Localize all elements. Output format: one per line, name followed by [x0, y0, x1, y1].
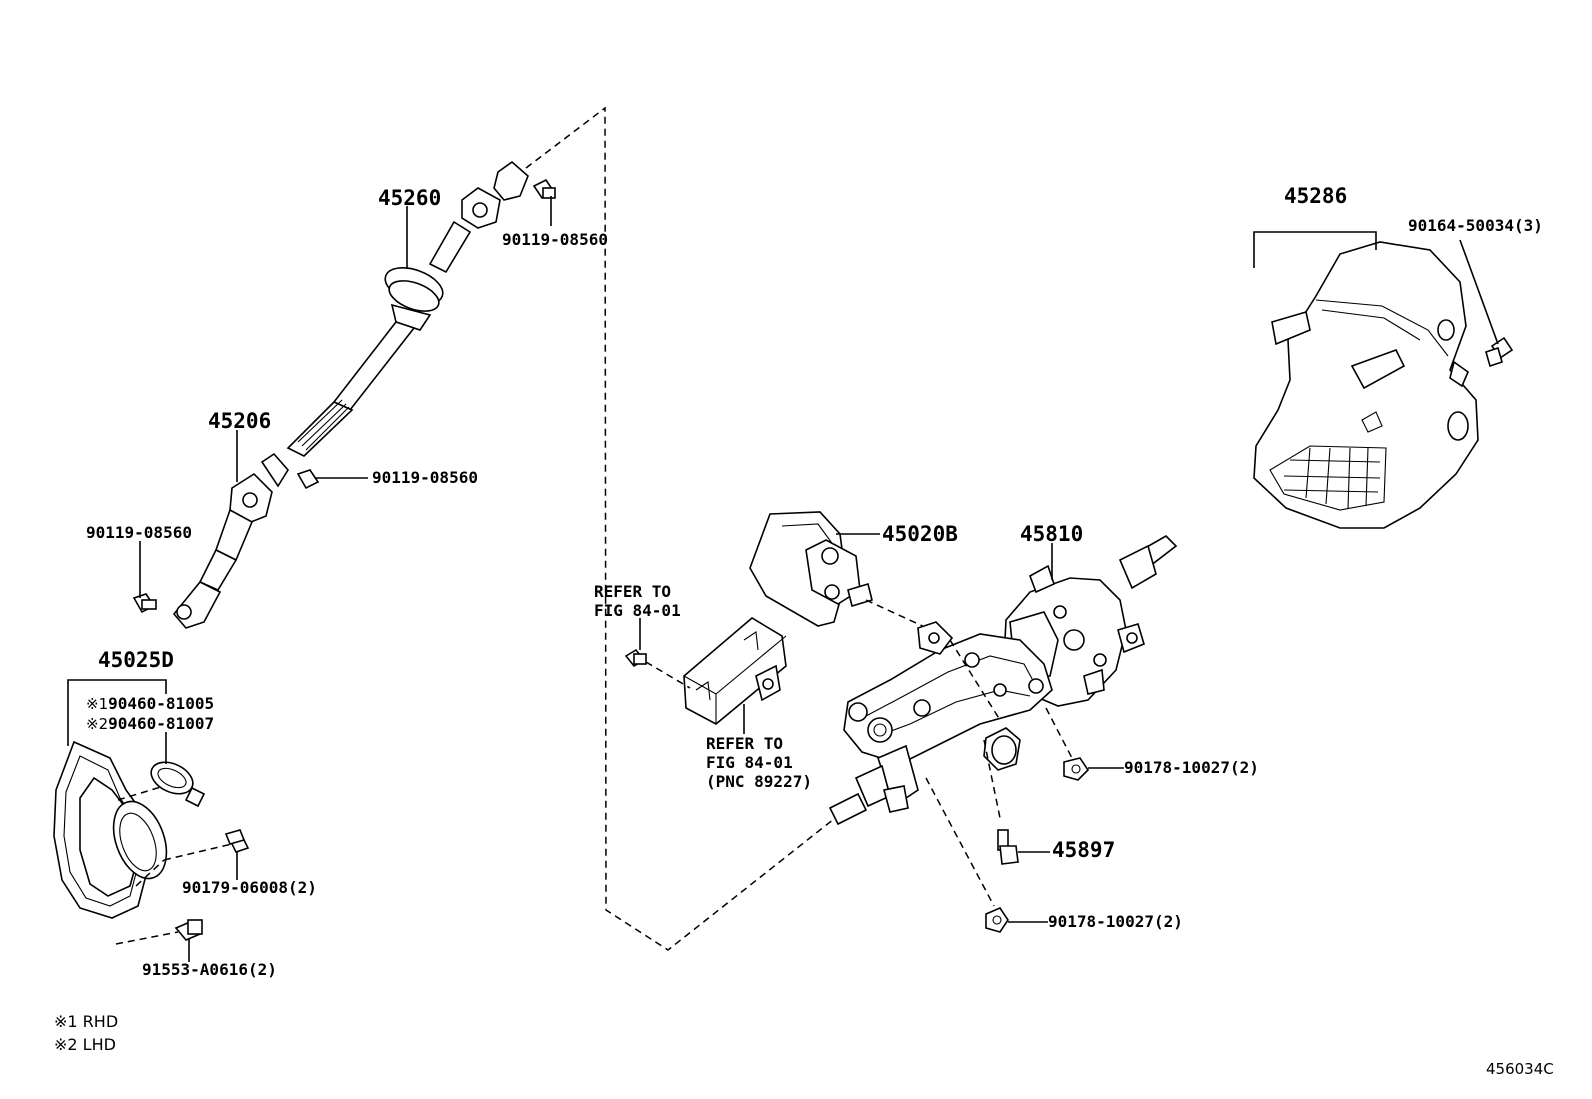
callout-90179-06008[interactable]: 90179-06008(2): [182, 878, 317, 897]
legend-lhd: ※2 LHD: [54, 1035, 116, 1054]
marker-lhd: ※2: [86, 715, 109, 733]
callout-45206[interactable]: 45206: [208, 409, 272, 433]
refer-note-fig-84-01-pnc-89227[interactable]: REFER TO FIG 84-01 (PNC 89227): [706, 734, 812, 791]
callout-90178-10027-lower[interactable]: 90178-10027(2): [1048, 912, 1183, 931]
callout-45025d[interactable]: 45025D: [98, 648, 174, 672]
refer-note-fig-84-01[interactable]: REFER TO FIG 84-01: [594, 582, 681, 620]
part-45810-steering-column[interactable]: [828, 535, 1178, 933]
callout-90460-81007[interactable]: ※290460-81007: [86, 716, 214, 732]
callout-45810[interactable]: 45810: [1020, 522, 1084, 546]
dashed-group-boundary: [525, 106, 859, 951]
callout-90119-08560-top[interactable]: 90119-08560: [502, 230, 608, 249]
callout-91553-a0616[interactable]: 91553-A0616(2): [142, 960, 277, 979]
callout-90178-10027-upper[interactable]: 90178-10027(2): [1124, 758, 1259, 777]
callout-45286[interactable]: 45286: [1284, 184, 1348, 208]
part-number-90460-81007: 90460-81007: [108, 714, 215, 733]
part-89227-module[interactable]: [624, 617, 787, 725]
part-45206-lower-shaft[interactable]: [132, 452, 320, 629]
callout-90460-81005[interactable]: ※190460-81005: [86, 696, 214, 712]
callout-45897[interactable]: 45897: [1052, 838, 1116, 862]
part-number-90460-81005: 90460-81005: [108, 694, 215, 713]
part-45025d-hole-cover[interactable]: [53, 740, 250, 945]
legend-rhd: ※1 RHD: [54, 1012, 119, 1031]
callout-90119-08560-left[interactable]: 90119-08560: [86, 523, 192, 542]
leader-lines: [67, 196, 1499, 962]
callout-45260[interactable]: 45260: [378, 186, 442, 210]
callout-90164-50034[interactable]: 90164-50034(3): [1408, 216, 1543, 235]
callout-45020b[interactable]: 45020B: [882, 522, 958, 546]
figure-id: 456034C: [1486, 1060, 1554, 1078]
part-45286-column-cover[interactable]: [1253, 241, 1514, 529]
callout-90119-08560-mid[interactable]: 90119-08560: [372, 468, 478, 487]
part-45260-intermediate-shaft[interactable]: [286, 160, 556, 457]
part-45020b-module[interactable]: [749, 511, 941, 635]
marker-rhd: ※1: [86, 695, 109, 713]
